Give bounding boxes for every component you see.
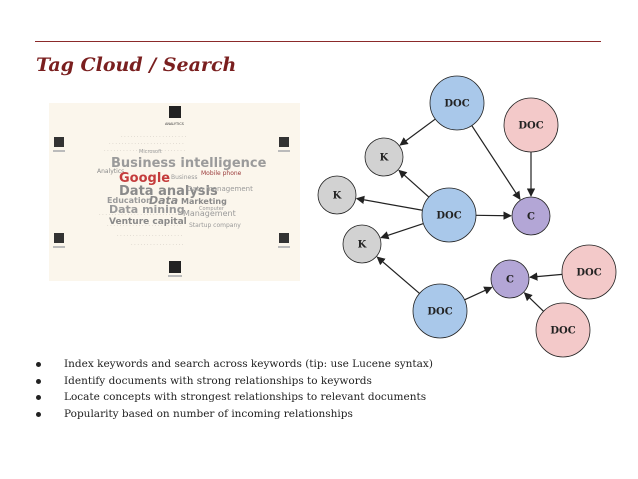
diagram-nodes: DOC DOC K K DOC C K DOC C DOC DOC <box>317 75 617 358</box>
node-circle <box>342 224 382 264</box>
svg-text:· · · · · · · · · · · · · · ·: · · · · · · · · · · · · · · · · · · · · … <box>99 212 184 218</box>
svg-text:ANALYTICS: ANALYTICS <box>165 122 185 126</box>
node-circle <box>511 196 551 236</box>
node-doc_center: DOC <box>421 187 477 243</box>
bullet-item: Identify documents with strong relations… <box>36 373 433 390</box>
node-circle <box>503 97 559 153</box>
bullet-item: Popularity based on number of incoming r… <box>36 406 433 423</box>
edge-doc_mid_right-to-c2 <box>529 272 563 281</box>
node-label: C <box>506 275 514 286</box>
cloud-word: Data analysis <box>119 184 218 199</box>
document-icon <box>53 137 65 152</box>
node-doc1: DOC <box>429 75 485 131</box>
cloud-word: Mobile phone <box>201 170 242 177</box>
node-label: DOC <box>436 211 461 222</box>
node-label: K <box>380 153 389 164</box>
analytics-icon: ANALYTICS <box>165 106 185 126</box>
bullet-dot <box>36 411 41 417</box>
title-rule <box>35 41 601 42</box>
bullet-item: Index keywords and search across keyword… <box>36 356 433 373</box>
node-label: DOC <box>444 99 469 110</box>
cloud-word: Analytics <box>97 168 124 175</box>
svg-text:· · · · · · · · · · · · · · ·: · · · · · · · · · · · · · · · · · · · · … <box>104 148 185 154</box>
node-circle <box>421 187 477 243</box>
bullet-dot <box>36 378 41 384</box>
bullet-dot <box>36 362 41 367</box>
cloud-word: Computer <box>199 206 225 212</box>
edge-doc_center-to-k1 <box>398 169 430 198</box>
cloud-word: Data <box>149 194 178 207</box>
node-k2: K <box>317 175 357 215</box>
node-label: K <box>358 240 367 251</box>
cloud-word: Business <box>171 174 197 181</box>
cloud-word: Data management <box>187 185 253 193</box>
database-icon <box>53 233 65 248</box>
svg-text:· · · · · · · · · · · · · · ·: · · · · · · · · · · · · · · · · · <box>131 242 184 248</box>
cloud-word: Marketing <box>181 197 227 206</box>
bullet-list: Index keywords and search across keyword… <box>36 356 433 422</box>
svg-text:· · · · · · · · · · · · · · ·: · · · · · · · · · · · · · · · · · · · · … <box>117 233 183 239</box>
tag-cloud-image: · · · · · · · · · · · · · · · · · · · · … <box>49 103 300 281</box>
cloud-word: Business intelligence <box>111 156 267 171</box>
node-doc_top_right: DOC <box>503 97 559 153</box>
network-icon <box>278 137 290 152</box>
node-label: C <box>527 212 535 223</box>
node-label: K <box>333 191 342 202</box>
node-circle <box>412 283 468 339</box>
cloud-word: Management <box>183 209 236 218</box>
node-label: DOC <box>576 268 601 279</box>
bullet-dot <box>36 395 41 400</box>
node-circle <box>490 259 530 299</box>
node-circle <box>535 302 591 358</box>
search-icon <box>168 261 182 277</box>
tag-cloud-svg: · · · · · · · · · · · · · · · · · · · · … <box>53 106 290 277</box>
node-k1: K <box>364 137 404 177</box>
svg-text:· · · · · · · · · · · · · · ·: · · · · · · · · · · · · · · · · · · · · … <box>109 141 184 147</box>
edge-doc_center-to-k3 <box>380 222 424 240</box>
slide-title: Tag Cloud / Search <box>36 54 237 76</box>
node-circle <box>364 137 404 177</box>
node-circle <box>317 175 357 215</box>
cloud-word: Startup company <box>189 222 241 229</box>
edge-doc_bottom_right-to-c2 <box>523 292 544 312</box>
node-c2: C <box>490 259 530 299</box>
svg-text:· · · · · · · · · · · · · · ·: · · · · · · · · · · · · · · · · · · · · … <box>107 223 182 229</box>
node-circle <box>561 244 617 300</box>
bullet-item: Locate concepts with strongest relations… <box>36 389 433 406</box>
diagram-edges <box>355 118 563 312</box>
node-label: DOC <box>518 121 543 132</box>
node-label: DOC <box>427 307 452 318</box>
cloud-word: Data mining <box>109 203 185 216</box>
node-doc_mid_right: DOC <box>561 244 617 300</box>
cloud-word: Education <box>107 196 152 205</box>
edge-doc1-to-k1 <box>399 118 436 146</box>
edge-doc_center-to-k2 <box>355 195 423 211</box>
node-label: DOC <box>550 326 575 337</box>
server-icon <box>278 233 290 248</box>
edge-doc_bottom-to-c2 <box>464 286 493 301</box>
node-c1: C <box>511 196 551 236</box>
edge-doc_bottom-to-k3 <box>376 256 420 294</box>
cloud-word: Venture capital <box>109 217 187 227</box>
edge-doc1-to-c1 <box>471 125 521 200</box>
svg-text:· · · · · · · · · · · · · · ·: · · · · · · · · · · · · · · · · · · · · … <box>121 134 187 140</box>
node-doc_bottom_right: DOC <box>535 302 591 358</box>
cloud-word: Google <box>119 171 170 186</box>
node-circle <box>429 75 485 131</box>
node-doc_bottom: DOC <box>412 283 468 339</box>
node-k3: K <box>342 224 382 264</box>
cloud-word: Microsoft <box>139 149 162 155</box>
